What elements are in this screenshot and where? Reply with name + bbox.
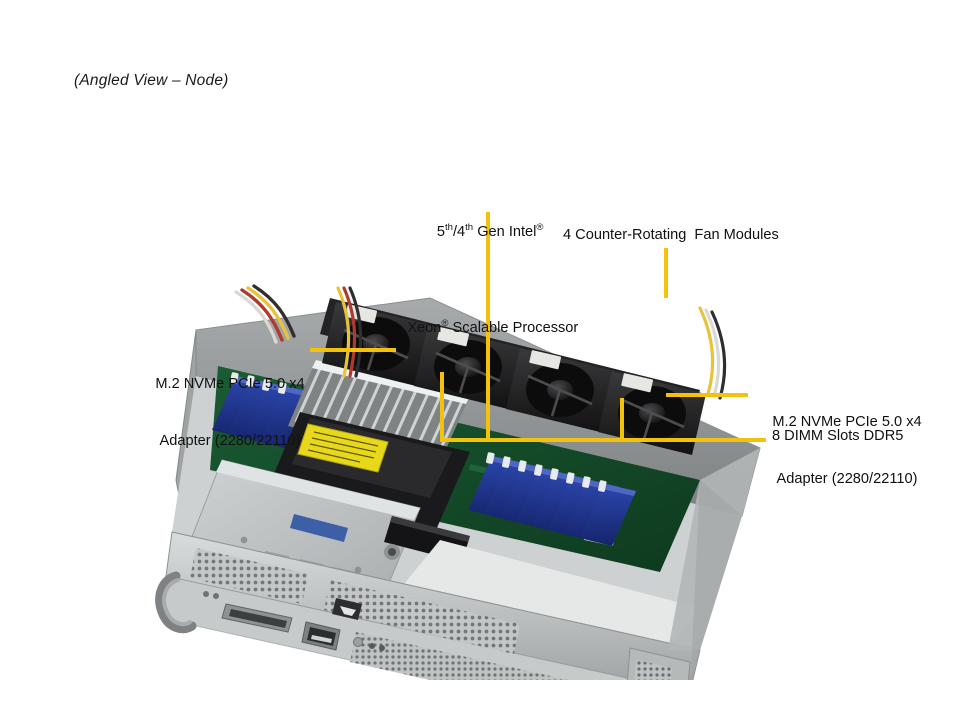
callout-fan-modules: 4 Counter-Rotating Fan Modules [563,227,779,243]
callout-cpu: 5th/4th Gen Intel® Xeon® Scalable Proces… [383,165,579,396]
callout-cpu-line2: Xeon® Scalable Processor [407,318,579,336]
leader-m2-left-riser [440,372,444,442]
leader-cpu-vertical [486,212,490,440]
leader-m2-right-horizontal [666,393,748,397]
callout-m2-left-line2: Adapter (2280/22110) [159,433,301,450]
callout-m2-left-line1: M.2 NVMe PCIe 5.0 x4 [155,375,305,392]
leader-m2-left-horizontal [310,348,396,352]
callout-cpu-line1: 5th/4th Gen Intel® [436,221,544,240]
leader-dimm-horizontal [600,438,766,442]
callout-m2-right-line2: Adapter (2280/22110) [776,471,918,488]
leader-cpu-bracket-horizontal [440,438,624,442]
leader-dimm-riser [620,398,624,440]
callout-m2-right: M.2 NVMe PCIe 5.0 x4 Adapter (2280/22110… [752,374,942,528]
callout-m2-right-line1: M.2 NVMe PCIe 5.0 x4 [772,413,922,430]
view-caption: (Angled View – Node) [74,72,229,89]
callout-dimm-slots: 8 DIMM Slots DDR5 [772,428,904,444]
leader-fans-vertical [664,248,668,298]
server-node-image [0,180,960,680]
callout-m2-left: M.2 NVMe PCIe 5.0 x4 Adapter (2280/22110… [130,336,330,490]
